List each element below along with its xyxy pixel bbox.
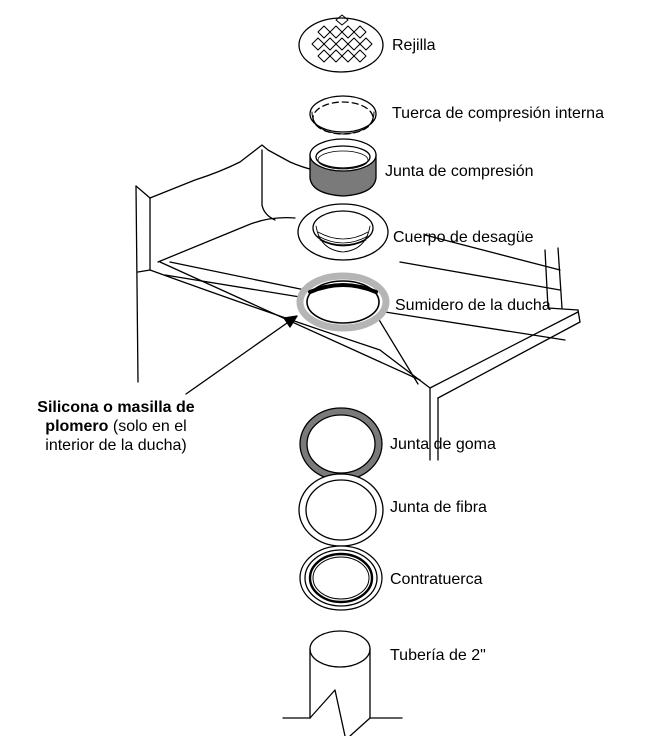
fiber-gasket-part bbox=[298, 473, 384, 547]
callout-bold-line1: Silicona o masilla de bbox=[37, 399, 195, 416]
label-shower-drain: Sumidero de la ducha bbox=[395, 297, 551, 314]
label-rubber-gasket: Junta de goma bbox=[390, 436, 496, 453]
grate-part bbox=[298, 14, 384, 73]
shower-pan bbox=[135, 144, 581, 461]
rubber-gasket-part bbox=[299, 407, 383, 481]
label-compression-gasket: Junta de compresión bbox=[385, 163, 534, 180]
callout-bold-line2: plomero bbox=[45, 418, 109, 435]
compression-gasket-part bbox=[309, 138, 377, 197]
pipe-part bbox=[282, 630, 403, 737]
callout-line3: interior de la ducha) bbox=[45, 437, 187, 454]
shower-drain-opening bbox=[296, 272, 390, 332]
label-fiber-gasket: Junta de fibra bbox=[390, 499, 487, 516]
drain-body-part bbox=[297, 203, 389, 261]
label-inner-nut: Tuerca de compresión interna bbox=[392, 105, 604, 122]
callout-arrow bbox=[185, 315, 298, 395]
label-pipe: Tubería de 2" bbox=[390, 647, 486, 664]
callout-tail: (solo en el bbox=[108, 418, 187, 435]
inner-nut-part bbox=[309, 95, 377, 135]
label-drain-body: Cuerpo de desagüe bbox=[393, 229, 534, 246]
locknut-part bbox=[299, 545, 383, 611]
sealant-callout: Silicona o masilla de plomero (solo en e… bbox=[6, 398, 226, 455]
label-grate: Rejilla bbox=[392, 37, 436, 54]
label-locknut: Contratuerca bbox=[390, 571, 483, 588]
